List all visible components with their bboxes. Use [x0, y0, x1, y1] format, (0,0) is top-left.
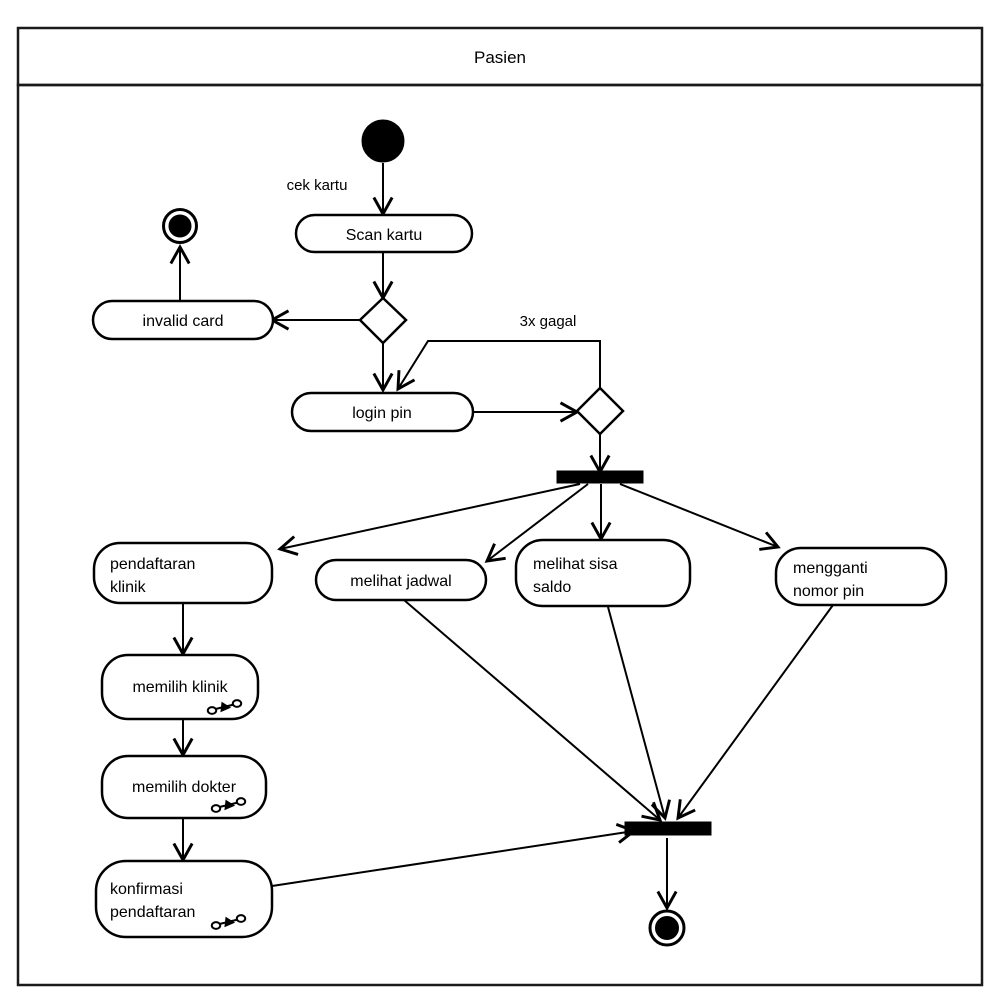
activity-memilih-dokter[interactable]: memilih dokter [100, 754, 268, 820]
activity-mengganti-nomor-pin[interactable]: mengganti nomor pin [774, 546, 948, 607]
edge-pin-to-join [676, 604, 834, 821]
edges-layer [169, 163, 834, 912]
activity-melihat-jadwal[interactable]: melihat jadwal [314, 558, 488, 602]
activity-melihat-sisa-saldo-label-line2: saldo [533, 579, 571, 596]
activity-invalid-card[interactable]: invalid card [91, 299, 275, 341]
activity-konfirmasi-pendaftaran[interactable]: konfirmasi pendaftaran [94, 859, 274, 939]
initial-node[interactable] [361, 119, 405, 163]
activity-pendaftaran-klinik-label-line2: klinik [110, 579, 147, 596]
edge-label-3x-gagal: 3x gagal [520, 313, 577, 330]
fork-bar[interactable] [556, 470, 644, 484]
edge-saldo-to-join [607, 606, 671, 821]
activity-login-pin-label: login pin [352, 405, 412, 422]
subactivity-rake-icon [210, 797, 247, 813]
decision-pin-valid[interactable] [575, 386, 625, 436]
swimlane-title: Pasien [474, 48, 526, 67]
activity-pendaftaran-klinik-label-line1: pendaftaran [110, 556, 195, 573]
final-node-invalid[interactable] [162, 208, 198, 244]
activity-invalid-card-label: invalid card [143, 313, 224, 330]
edge-konfirmasi-to-join [271, 823, 637, 887]
activity-login-pin[interactable]: login pin [290, 391, 475, 433]
edge-label-cek-kartu: cek kartu [287, 177, 348, 194]
decision-card-valid[interactable] [358, 296, 408, 345]
edge-3x-gagal-loop [396, 340, 601, 392]
final-node[interactable] [648, 909, 686, 947]
activity-scan-kartu[interactable]: Scan kartu [294, 213, 474, 254]
activity-memilih-dokter-label: memilih dokter [132, 779, 237, 796]
activity-melihat-sisa-saldo-label-line1: melihat sisa [533, 556, 618, 573]
activity-mengganti-nomor-pin-label-line1: mengganti [793, 560, 868, 577]
activity-melihat-jadwal-label: melihat jadwal [350, 573, 451, 590]
activity-memilih-klinik-label: memilih klinik [132, 679, 228, 696]
activity-pendaftaran-klinik[interactable]: pendaftaran klinik [92, 541, 274, 605]
edge-fork-to-pendaftaran [277, 483, 581, 556]
activity-scan-kartu-label: Scan kartu [346, 227, 422, 244]
subactivity-rake-icon [210, 914, 247, 930]
edge-jadwal-to-join [403, 599, 663, 822]
swimlane-frame [16, 26, 984, 987]
subactivity-rake-icon [206, 699, 243, 715]
edge-fork-to-pin [619, 483, 781, 551]
activity-melihat-sisa-saldo[interactable]: melihat sisa saldo [514, 538, 692, 608]
activity-mengganti-nomor-pin-label-line2: nomor pin [793, 583, 864, 600]
activity-konfirmasi-pendaftaran-label-line1: konfirmasi [110, 881, 183, 898]
edge-fork-to-jadwal [484, 483, 589, 563]
activity-konfirmasi-pendaftaran-label-line2: pendaftaran [110, 904, 195, 921]
join-bar[interactable] [624, 821, 712, 836]
activity-memilih-klinik[interactable]: memilih klinik [100, 653, 260, 721]
